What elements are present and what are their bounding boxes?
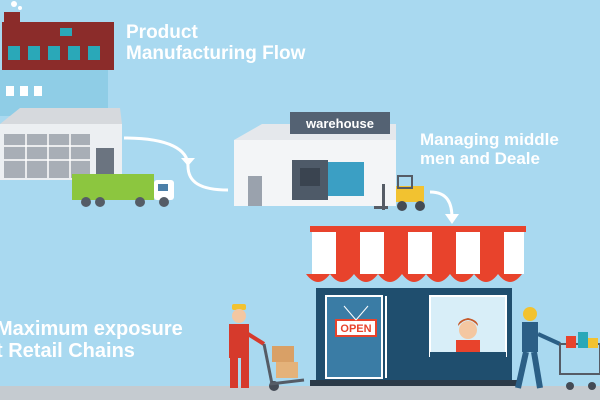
delivery-truck xyxy=(72,174,174,207)
arrowhead-1 xyxy=(181,158,195,166)
retail-line-2: t Retail Chains xyxy=(0,340,135,363)
middlemen-line-2: men and Deale xyxy=(420,149,540,169)
arrowhead-2 xyxy=(445,214,459,224)
hangar-building xyxy=(0,108,122,180)
title-label: Product Manufacturing Flow xyxy=(126,22,305,65)
retail-label: Maximum exposure t Retail Chains xyxy=(0,318,183,363)
title-line-2: Manufacturing Flow xyxy=(126,43,306,65)
open-sign: OPEN xyxy=(340,323,371,335)
warehouse-building xyxy=(234,112,396,206)
title-line-1: Product xyxy=(126,22,198,43)
retail-line-1: Maximum exposure xyxy=(0,318,183,340)
retail-store xyxy=(306,226,526,386)
middlemen-label: Managing middle men and Deale xyxy=(420,130,559,168)
ground-strip xyxy=(0,386,600,400)
worker-with-hand-truck xyxy=(229,304,305,391)
shopkeeper-figure xyxy=(430,318,506,358)
customer-with-cart xyxy=(515,307,600,390)
middlemen-line-1: Managing middle xyxy=(420,130,559,149)
factory xyxy=(0,1,114,116)
forklift xyxy=(374,175,425,211)
warehouse-sign: warehouse xyxy=(305,116,374,131)
